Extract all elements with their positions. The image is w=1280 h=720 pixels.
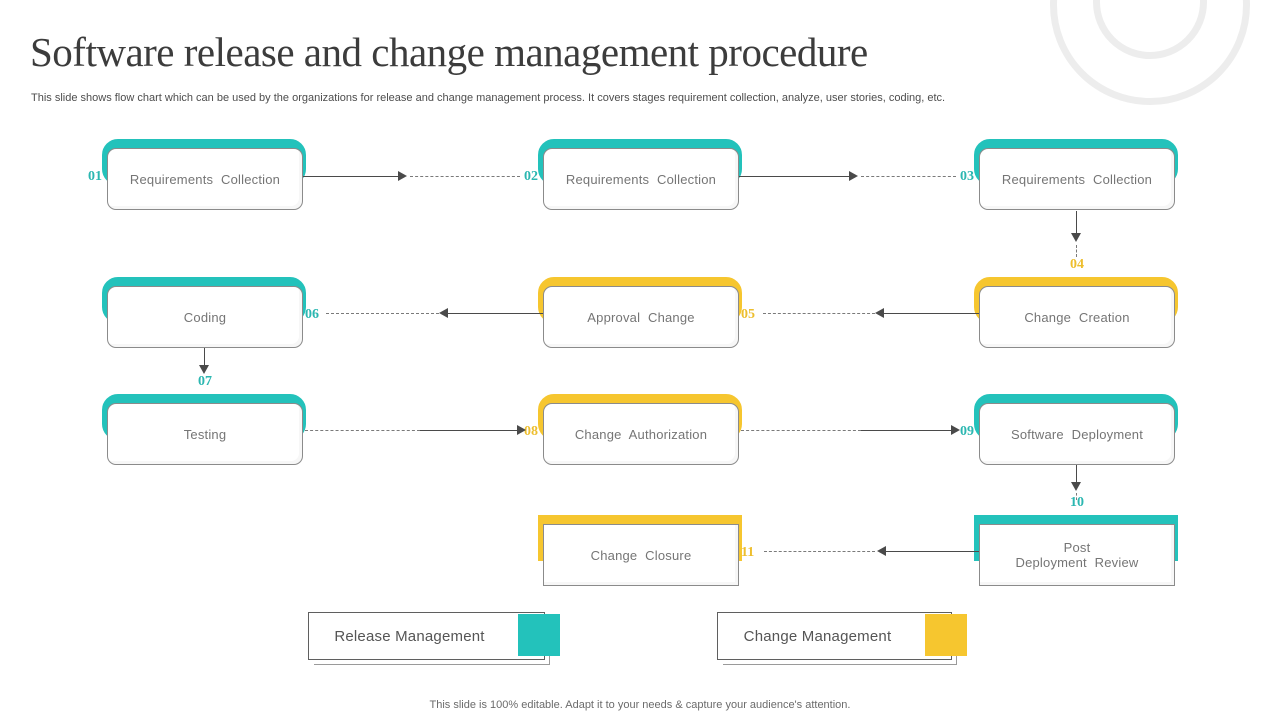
node-card: Requirements Collection — [979, 148, 1175, 210]
node-label: Testing — [183, 426, 227, 442]
node-label: Post — [1063, 540, 1091, 555]
node-card: Requirements Collection — [543, 148, 739, 210]
flow-node-approval-change: Approval Change 05 — [538, 277, 755, 348]
node-label: Software Deployment — [1010, 426, 1144, 442]
connector-01-02-solid — [303, 176, 398, 177]
arrowhead-05-06 — [439, 308, 448, 318]
connector-07-08-solid — [420, 430, 517, 431]
arrowhead-08-09 — [951, 425, 960, 435]
node-card: Change Closure — [543, 524, 739, 586]
node-label: Requirements Collection — [565, 171, 717, 187]
connector-02-03-solid — [739, 176, 849, 177]
arrowhead-06-07 — [199, 365, 209, 374]
node-card: Coding — [107, 286, 303, 348]
node-card: Change Creation — [979, 286, 1175, 348]
arrowhead-10-11 — [877, 546, 886, 556]
connector-08-09-solid — [861, 430, 951, 431]
legend-swatch-teal — [518, 614, 560, 656]
flow-node-change-creation: Change Creation 04 — [974, 257, 1178, 348]
legend-label: Change Management — [743, 627, 892, 645]
connector-03-04-solid — [1076, 211, 1077, 233]
node-card: Software Deployment — [979, 403, 1175, 465]
connector-09-10-dashed — [1076, 493, 1077, 500]
node-number: 01 — [88, 169, 102, 184]
connector-08-09-dashed — [741, 430, 861, 431]
node-label: Requirements Collection — [1001, 171, 1153, 187]
node-number: 09 — [960, 424, 974, 439]
arrowhead-01-02 — [398, 171, 407, 181]
node-number: 10 — [1070, 495, 1084, 510]
node-card: Requirements Collection — [107, 148, 303, 210]
flow-node-coding: Coding 06 — [102, 277, 319, 348]
node-label: Change Authorization — [574, 426, 708, 442]
connector-07-08-dashed — [305, 430, 420, 431]
node-number: 06 — [305, 307, 319, 322]
page-title: Software release and change management p… — [30, 29, 868, 75]
arrowhead-04-05 — [875, 308, 884, 318]
connector-04-05-dashed — [763, 313, 875, 314]
connector-06-07-solid — [204, 348, 205, 365]
connector-03-04-dashed — [1076, 245, 1077, 257]
flow-node-requirements-collection-2: Requirements Collection 02 — [524, 139, 742, 210]
flow-node-requirements-collection-3: Requirements Collection 03 — [960, 139, 1178, 210]
legend-release-management: Release Management — [308, 612, 560, 665]
flow-node-change-closure: Change Closure 11 — [538, 515, 754, 586]
connector-01-02-dashed — [410, 176, 520, 177]
arrowhead-03-04 — [1071, 233, 1081, 242]
connector-05-06-solid — [448, 313, 543, 314]
legend-label: Release Management — [334, 627, 485, 645]
node-number: 11 — [741, 545, 755, 560]
node-card: Testing — [107, 403, 303, 465]
flow-node-post-deployment-review: Post Deployment Review 10 — [974, 495, 1178, 586]
node-number: 02 — [524, 169, 538, 184]
connector-04-05-solid — [884, 313, 979, 314]
connector-02-03-dashed — [861, 176, 956, 177]
legend-change-management: Change Management — [717, 612, 967, 665]
connector-05-06-dashed — [326, 313, 439, 314]
connector-10-11-solid — [886, 551, 979, 552]
node-number: 04 — [1070, 257, 1084, 272]
flow-node-testing: Testing 07 — [102, 374, 306, 465]
node-number: 03 — [960, 169, 974, 184]
connector-10-11-dashed — [764, 551, 875, 552]
flow-node-software-deployment: Software Deployment 09 — [960, 394, 1178, 465]
node-label: Change Creation — [1024, 309, 1130, 325]
legend-swatch-yellow — [925, 614, 967, 656]
slide-description: This slide shows flow chart which can be… — [31, 92, 946, 104]
footer-note: This slide is 100% editable. Adapt it to… — [429, 699, 851, 711]
node-number: 05 — [741, 307, 755, 322]
node-label: Requirements Collection — [129, 171, 281, 187]
node-label: Change Closure — [590, 547, 692, 563]
node-label-line2: Deployment Review — [1015, 555, 1139, 570]
arrowhead-07-08 — [517, 425, 526, 435]
node-number: 07 — [198, 374, 212, 389]
flow-node-requirements-collection-1: Requirements Collection 01 — [88, 139, 306, 210]
connector-09-10-solid — [1076, 465, 1077, 482]
arrowhead-02-03 — [849, 171, 858, 181]
node-card: Approval Change — [543, 286, 739, 348]
node-card: Post Deployment Review — [979, 524, 1175, 586]
node-label: Coding — [183, 309, 227, 325]
node-label: Approval Change — [587, 309, 695, 325]
arrowhead-09-10 — [1071, 482, 1081, 491]
node-card: Change Authorization — [543, 403, 739, 465]
node-number: 08 — [524, 424, 538, 439]
flow-node-change-authorization: Change Authorization 08 — [524, 394, 742, 465]
